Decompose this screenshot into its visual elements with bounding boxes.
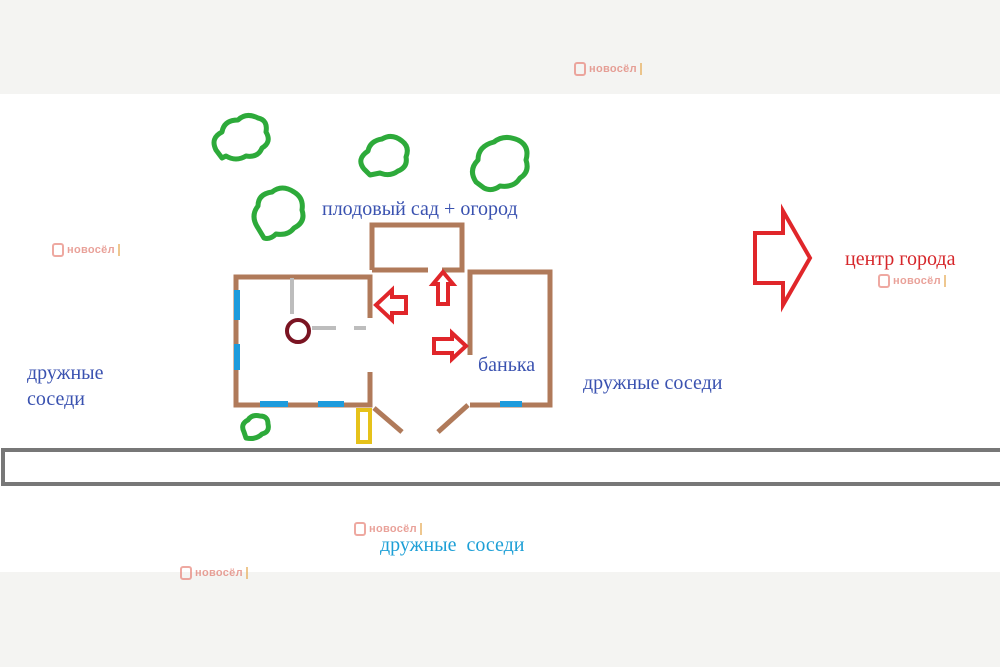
watermark-text: новосёл <box>67 244 115 256</box>
direction-arrows <box>373 203 813 364</box>
windows <box>234 290 522 407</box>
watermark-text: новосёл <box>369 523 417 535</box>
tree-icon <box>240 413 271 441</box>
award-icon <box>117 244 130 256</box>
award-icon <box>245 567 258 579</box>
plan-area <box>0 94 1000 572</box>
partitions <box>290 278 366 330</box>
arrow-left-icon <box>373 285 408 325</box>
garden-label: плодовый сад + огород <box>322 198 518 220</box>
watermark-text: новосёл <box>589 63 637 75</box>
watermark: новосёл <box>354 522 432 536</box>
tree-icon <box>251 185 306 241</box>
stove-icon <box>285 318 311 344</box>
neighbors-bottom-label: дружные соседи <box>380 534 525 556</box>
arrow-up-icon <box>428 268 458 306</box>
gate-leaf <box>372 406 404 434</box>
house-logo-icon <box>354 522 366 536</box>
watermark: новосёл <box>878 274 956 288</box>
top-band <box>0 0 1000 94</box>
gate-leaf <box>436 403 470 434</box>
bottom-band <box>0 572 1000 667</box>
arrow-right-large-icon <box>753 203 813 313</box>
tree-icon <box>211 112 271 162</box>
banya-label: банька <box>478 354 536 376</box>
award-icon <box>639 63 652 75</box>
garden-structure-wall <box>369 222 465 273</box>
tree-icon <box>470 134 530 193</box>
award-icon <box>943 275 956 287</box>
road <box>1 448 1000 486</box>
gate-post <box>356 408 372 444</box>
neighbors-left-label: дружные соседи <box>27 362 104 410</box>
watermark-text: новосёл <box>195 567 243 579</box>
tree-icons <box>211 112 530 441</box>
watermark: новосёл <box>180 566 258 580</box>
banya-wall <box>467 269 553 408</box>
neighbors-right-label: дружные соседи <box>583 372 723 394</box>
house-walls <box>233 222 553 434</box>
watermark: новосёл <box>574 62 652 76</box>
watermark-text: новосёл <box>893 275 941 287</box>
house-logo-icon <box>878 274 890 288</box>
house-wall <box>233 274 373 408</box>
arrow-right-icon <box>432 328 469 364</box>
house-logo-icon <box>180 566 192 580</box>
tree-icon <box>358 133 410 178</box>
house-logo-icon <box>574 62 586 76</box>
city-center-label: центр города <box>845 248 956 270</box>
house-logo-icon <box>52 243 64 257</box>
award-icon <box>419 523 432 535</box>
watermark: новосёл <box>52 243 130 257</box>
